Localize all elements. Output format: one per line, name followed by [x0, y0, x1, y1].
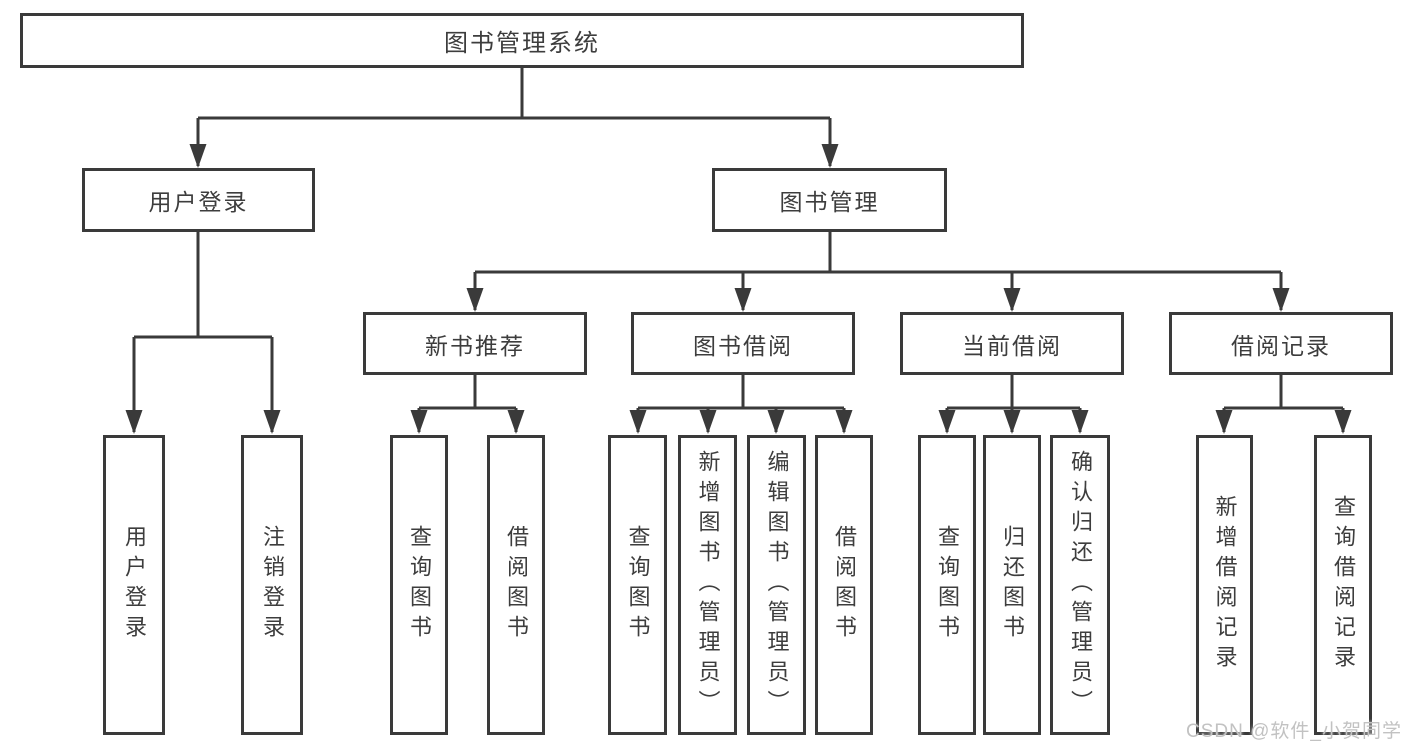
node-book-borrow: 图书借阅	[631, 312, 855, 375]
node-new-book-recommend: 新书推荐	[363, 312, 587, 375]
leaf-query-books-borrow: 查询图书	[608, 435, 667, 735]
leaf-query-borrow-record: 查询借阅记录	[1314, 435, 1372, 735]
leaf-confirm-return-admin: 确认归还（管理员）	[1050, 435, 1110, 735]
leaf-borrow-books: 借阅图书	[815, 435, 873, 735]
leaf-add-book-admin: 新增图书（管理员）	[678, 435, 737, 735]
leaf-edit-book-admin: 编辑图书（管理员）	[747, 435, 806, 735]
node-library-management-system: 图书管理系统	[20, 13, 1024, 68]
node-book-management: 图书管理	[712, 168, 947, 232]
leaf-user-login: 用户登录	[103, 435, 165, 735]
watermark-text: CSDN @软件_小贺同学	[1186, 721, 1402, 742]
node-current-borrow: 当前借阅	[900, 312, 1124, 375]
node-borrow-record: 借阅记录	[1169, 312, 1393, 375]
leaf-logout: 注销登录	[241, 435, 303, 735]
leaf-query-books-current: 查询图书	[918, 435, 976, 735]
node-user-login: 用户登录	[82, 168, 315, 232]
leaf-borrow-books-recommend: 借阅图书	[487, 435, 545, 735]
leaf-add-borrow-record: 新增借阅记录	[1196, 435, 1253, 735]
leaf-return-book: 归还图书	[983, 435, 1041, 735]
leaf-query-books-recommend: 查询图书	[390, 435, 448, 735]
